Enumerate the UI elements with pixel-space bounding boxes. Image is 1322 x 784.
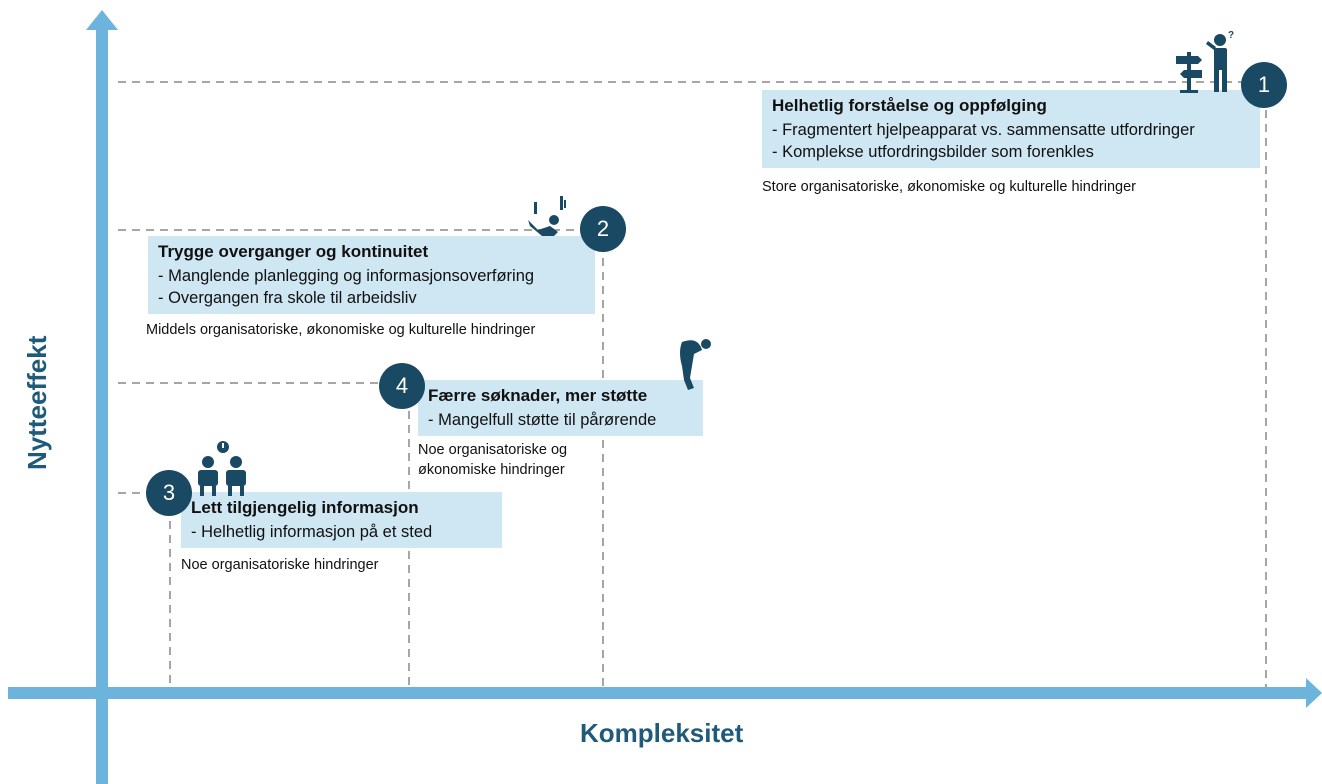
item-2-box: Trygge overganger og kontinuitet - Mangl…	[148, 236, 595, 314]
x-axis-label: Kompleksitet	[580, 718, 744, 748]
item-4-hindrance-line-2: økonomiske hindringer	[418, 462, 565, 478]
y-axis-arrow	[86, 10, 118, 30]
item-3-box: Lett tilgjengelig informasjon - Helhetli…	[181, 492, 502, 548]
item-3-title: Lett tilgjengelig informasjon	[191, 498, 419, 517]
item-4-hindrance-line-1: Noe organisatoriske og	[418, 442, 568, 458]
item-3-hindrance: Noe organisatoriske hindringer	[181, 557, 379, 573]
item-3-line-1: - Helhetlig informasjon på et sted	[191, 523, 433, 541]
falling-person-icon	[528, 196, 566, 236]
item-2-hindrance: Middels organisatoriske, økonomiske og k…	[146, 322, 536, 338]
item-1-title: Helhetlig forståelse og oppfølging	[772, 96, 1047, 115]
item-4-line-1: - Mangelfull støtte til pårørende	[428, 411, 657, 429]
item-4-badge: 4	[379, 363, 425, 409]
item-1-line-1: - Fragmentert hjelpeapparat vs. sammensa…	[772, 121, 1195, 139]
item-2-title: Trygge overganger og kontinuitet	[158, 242, 429, 261]
bowed-person-icon	[680, 339, 711, 390]
svg-text:?: ?	[1228, 30, 1234, 41]
item-2-line-1: - Manglende planlegging og informasjonso…	[158, 267, 535, 285]
item-1-hindrance: Store organisatoriske, økonomiske og kul…	[762, 179, 1136, 195]
x-axis-arrow	[1306, 678, 1322, 708]
y-axis	[96, 28, 108, 784]
item-4-title: Færre søknader, mer støtte	[428, 386, 648, 405]
item-2-line-2: - Overgangen fra skole til arbeidsliv	[158, 289, 417, 307]
signpost-person-icon: ?	[1176, 30, 1234, 93]
waiting-people-icon	[198, 441, 246, 496]
item-3-badge: 3	[146, 470, 192, 516]
item-1-badge: 1	[1241, 62, 1287, 108]
item-4-box: Færre søknader, mer støtte - Mangelfull …	[418, 380, 703, 436]
item-2-badge: 2	[580, 206, 626, 252]
item-1-box: Helhetlig forståelse og oppfølging - Fra…	[762, 90, 1260, 168]
item-1-line-2: - Komplekse utfordringsbilder som forenk…	[772, 143, 1094, 161]
x-axis	[8, 687, 1308, 699]
y-axis-label: Nytteeffekt	[22, 335, 52, 470]
item-4-hindrance: Noe organisatoriske og økonomiske hindri…	[418, 440, 567, 480]
